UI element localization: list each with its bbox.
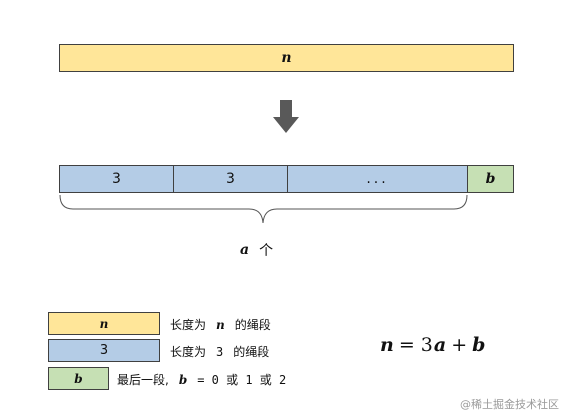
brace-var: a: [240, 242, 250, 258]
legend-swatch-b: b: [48, 367, 109, 390]
legend-swatch-label: n: [99, 316, 109, 331]
remainder-b-label: b: [485, 171, 496, 187]
formula-plus: +: [451, 334, 468, 356]
legend-prefix: 长度为: [170, 345, 207, 359]
legend-suffix: 的绳段: [234, 318, 271, 332]
legend-text-b: 最后一段, b = 0 或 1 或 2: [117, 371, 286, 388]
legend-swatch-n: n: [48, 312, 160, 335]
segment-label: 3: [226, 171, 235, 187]
legend-prefix: 最后一段,: [117, 373, 169, 387]
curly-brace: [59, 194, 468, 224]
segmented-rope: 3 3 ...: [59, 165, 468, 193]
legend-swatch-3: 3: [48, 339, 160, 362]
formula-b: b: [472, 334, 486, 356]
legend-text-3: 长度为 3 的绳段: [170, 343, 269, 360]
segment-label: ...: [366, 171, 389, 187]
legend-suffix: 的绳段: [233, 345, 270, 359]
legend-swatch-label: b: [74, 371, 83, 386]
formula-eq: = 3: [398, 334, 433, 356]
down-arrow-icon: [273, 100, 299, 133]
segment-3-first: 3: [60, 166, 174, 192]
legend-prefix: 长度为: [170, 318, 207, 332]
legend-var: b: [178, 372, 188, 387]
formula-n: n: [380, 334, 394, 356]
segment-ellipsis: ...: [288, 166, 467, 192]
brace-label: a 个: [240, 240, 273, 260]
brace-text: 个: [259, 243, 274, 259]
watermark: @稀土掘金技术社区: [460, 398, 559, 411]
legend-text-n: 长度为 n 的绳段: [170, 316, 271, 333]
legend-var: 3: [216, 344, 224, 359]
legend-swatch-label: 3: [99, 343, 109, 358]
rope-n-label: n: [281, 50, 292, 66]
segment-label: 3: [112, 171, 121, 187]
segment-3-second: 3: [174, 166, 288, 192]
legend-var: n: [216, 317, 225, 332]
formula-a: a: [433, 334, 447, 356]
legend-suffix: = 0 或 1 或 2: [197, 373, 287, 387]
rope-n-bar: n: [59, 44, 514, 72]
remainder-b-box: b: [467, 165, 514, 193]
